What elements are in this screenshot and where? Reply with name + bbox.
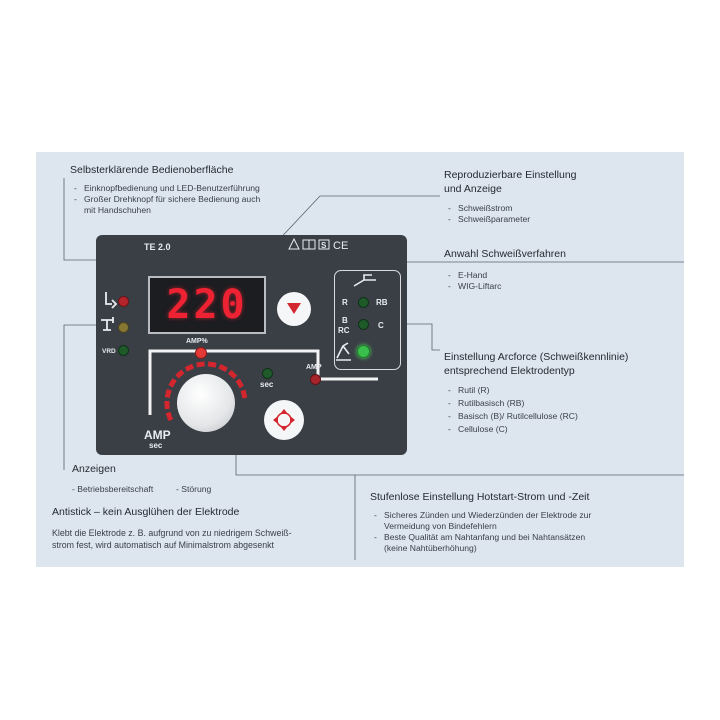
callout-arcforce-list: Rutil (R) Rutilbasisch (RB) Basisch (B)/… (446, 384, 578, 436)
callout-displays-heading: Anzeigen (72, 463, 116, 475)
ring-led-segment (235, 378, 244, 389)
tig-led (357, 345, 370, 358)
list-item: Basisch (B)/ Rutilcellulose (RC) (446, 410, 578, 423)
ring-led-segment (184, 363, 195, 372)
list-item: WIG-Liftarc (446, 281, 501, 292)
amp-percent-led (195, 347, 207, 359)
electrode-label-rc: RC (338, 326, 350, 335)
tig-torch-icon (336, 342, 351, 361)
ring-led-segment (175, 369, 185, 379)
adjustment-knob[interactable] (177, 374, 235, 432)
electrode-holder-icon (353, 274, 376, 287)
ring-led-segment (207, 361, 217, 368)
list-item: (keine Nahtüberhöhung) (384, 543, 477, 553)
ring-led-segment (240, 389, 248, 399)
warning-icon (288, 238, 300, 250)
s-mark-icon (318, 239, 330, 250)
electrode-label-c: C (378, 321, 384, 330)
ring-led-segment (164, 400, 170, 410)
certification-icons: S CE (288, 238, 348, 252)
ring-led-segment (164, 389, 172, 399)
vrd-label: VRD (102, 348, 116, 355)
sec-knob-label: sec (149, 441, 163, 450)
model-label: TE 2.0 (144, 242, 171, 252)
list-item: Großer Drehknopf für sichere Bedienung a… (72, 194, 260, 205)
callout-hotstart-heading: Stufenlose Einstellung Hotstart-Strom un… (370, 491, 590, 503)
line-displays (63, 324, 110, 470)
electrode-led-b-c (358, 319, 369, 330)
callout-antistick-text: Klebt die Elektrode z. B. aufgrund von z… (52, 528, 292, 550)
amp-led (310, 374, 321, 385)
callout-repro-list: Schweißstrom Schweißparameter (446, 203, 530, 225)
electrode-led-r-rb (358, 297, 369, 308)
callout-ui-list: Einknopfbedienung und LED-Benutzerführun… (72, 183, 260, 216)
callout-antistick-heading: Antistick – kein Ausglühen der Elektrode (52, 506, 240, 518)
current-display: 220 (148, 276, 266, 334)
callout-process-heading: Anwahl Schweißverfahren (444, 248, 566, 260)
ring-led-segment (218, 363, 228, 372)
vrd-led (118, 345, 129, 356)
list-item: Vermeidung von Bindefehlern (384, 521, 497, 531)
ring-led-segment (196, 361, 205, 368)
list-item: Rutilbasisch (RB) (446, 397, 578, 410)
power-ready-icon (101, 317, 114, 331)
line-arcforce (402, 323, 440, 351)
callout-displays-items: - Betriebsbereitschaft - Störung (72, 484, 211, 495)
fault-icon (105, 292, 118, 309)
list-item: Cellulose (C) (446, 423, 578, 436)
control-panel (96, 235, 407, 455)
callout-hotstart-list: Sicheres Zünden und Wiederzünden der Ele… (372, 510, 591, 554)
list-item: Einknopfbedienung und LED-Benutzerführun… (72, 183, 260, 194)
list-item: Sicheres Zünden und Wiederzünden der Ele… (372, 510, 591, 521)
ring-led-segment (227, 369, 238, 380)
line-ui (63, 178, 96, 261)
amp-percent-label: AMP% (186, 338, 208, 345)
cycle-arrows-icon (273, 409, 295, 431)
ready-led (118, 322, 129, 333)
mode-select-button[interactable] (264, 400, 304, 440)
list-item: Schweißparameter (446, 214, 530, 225)
triangle-down-icon (287, 303, 301, 314)
ring-led-segment (165, 411, 174, 421)
list-item: Beste Qualität am Nahtanfang und bei Nah… (372, 532, 591, 543)
display-item-ready: - Betriebsbereitschaft (72, 484, 154, 494)
parameter-down-button[interactable] (277, 292, 311, 326)
svg-text:S: S (321, 241, 327, 250)
list-item: Schweißstrom (446, 203, 530, 214)
list-item: Rutil (R) (446, 384, 578, 397)
callout-ui-heading: Selbsterklärende Bedienoberfläche (70, 164, 234, 176)
electrode-selection-box (334, 270, 401, 370)
list-item: E-Hand (446, 270, 501, 281)
callout-repro-heading: Reproduzierbare Einstellung und Anzeige (444, 169, 577, 195)
amp-label: AMP (306, 364, 322, 371)
electrode-label-r: R (342, 298, 348, 307)
amp-knob-label: AMP (144, 428, 171, 442)
callout-process-list: E-Hand WIG-Liftarc (446, 270, 501, 292)
sec-led (262, 368, 273, 379)
parameter-path (148, 349, 378, 415)
electrode-label-rb: RB (376, 298, 388, 307)
list-item: mit Handschuhen (84, 205, 151, 215)
fault-led (118, 296, 129, 307)
ring-led-segment (168, 378, 177, 388)
electrode-label-b: B (342, 316, 348, 325)
ce-mark-icon: CE (333, 240, 348, 252)
callout-arcforce-heading: Einstellung Arcforce (Schweißkennlinie) … (444, 351, 629, 377)
current-display-value: 220 (166, 282, 248, 328)
sec-label: sec (260, 380, 274, 389)
display-item-fault: - Störung (175, 484, 212, 494)
led-ring (164, 361, 248, 421)
